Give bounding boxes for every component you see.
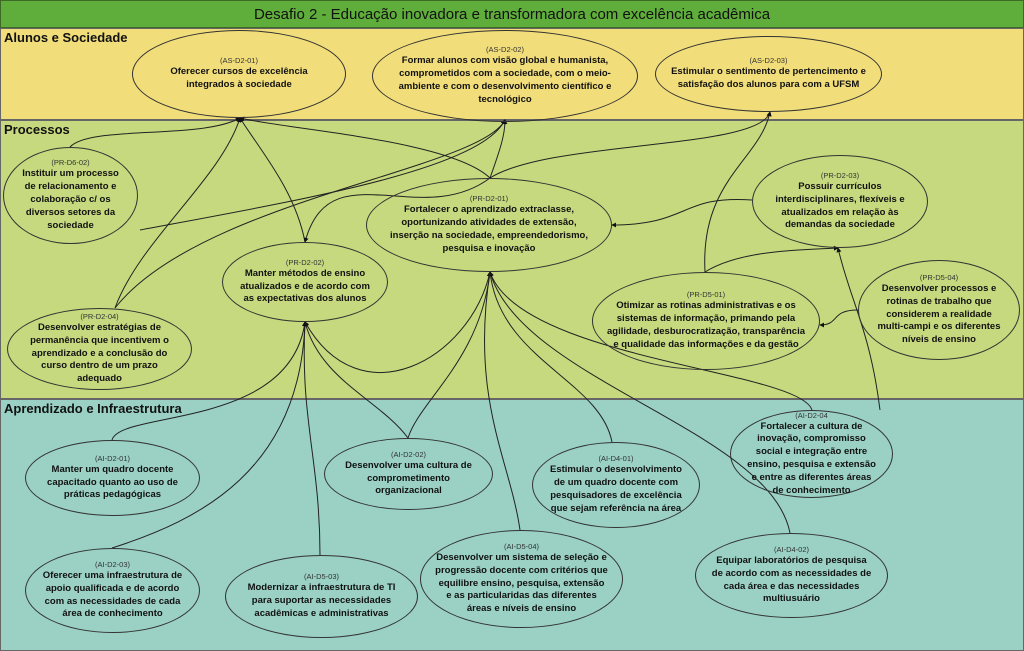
objective-node: (AI-D5-04)Desenvolver um sistema de sele… xyxy=(420,530,623,628)
objective-node: (PR-D5-04)Desenvolver processos e rotina… xyxy=(858,260,1020,360)
objective-node: (PR-D2-01)Fortalecer o aprendizado extra… xyxy=(366,178,612,272)
objective-text: Desenvolver uma cultura de comprometimen… xyxy=(345,459,472,497)
objective-text: Fortalecer o aprendizado extraclasse, op… xyxy=(390,204,588,254)
objective-text: Manter um quadro docente capacitado quan… xyxy=(47,463,178,501)
objective-code: (AI-D4-02) xyxy=(773,544,809,554)
objective-text: Desenvolver um sistema de seleção e prog… xyxy=(435,551,608,615)
objective-text: Fortalecer a cultura de inovação, compro… xyxy=(747,420,876,496)
section-label: Processos xyxy=(4,122,70,137)
objective-node: (AI-D5-03)Modernizar a infraestrutura de… xyxy=(225,555,418,638)
objective-code: (AI-D2-01) xyxy=(94,453,130,463)
objective-node: (AS-D2-02)Formar alunos com visão global… xyxy=(372,30,638,122)
objective-code: (PR-D2-01) xyxy=(469,194,509,204)
objective-text: Desenvolver processos e rotinas de traba… xyxy=(877,282,1001,346)
objective-text: Modernizar a infraestrutura de TI para s… xyxy=(247,582,396,619)
objective-text: Possuir currículos interdisciplinares, f… xyxy=(775,180,905,231)
objective-node: (AS-D2-01)Oferecer cursos de excelência … xyxy=(132,30,346,118)
objective-text: Formar alunos com visão global e humanis… xyxy=(398,55,612,105)
objective-text: Oferecer cursos de excelência integrados… xyxy=(170,66,308,90)
objective-node: (AI-D2-02)Desenvolver uma cultura de com… xyxy=(324,438,493,510)
objective-text: Otimizar as rotinas administrativas e os… xyxy=(607,300,805,350)
objective-code: (AI-D5-03) xyxy=(303,572,339,582)
objective-code: (AI-D2-03) xyxy=(94,559,130,569)
objective-code: (PR-D2-02) xyxy=(285,257,325,267)
objective-text: Estimular o sentimento de pertencimento … xyxy=(671,66,866,90)
objective-node: (PR-D6-02)Instituir um processo de relac… xyxy=(3,147,138,244)
section-label: Alunos e Sociedade xyxy=(4,30,128,45)
objective-node: (AI-D2-03)Oferecer uma infraestrutura de… xyxy=(25,548,200,633)
objective-code: (AS-D2-03) xyxy=(749,56,788,66)
objective-code: (AI-D2-04 xyxy=(795,410,828,420)
objective-text: Manter métodos de ensino atualizados e d… xyxy=(240,267,370,305)
objective-node: (AI-D2-01)Manter um quadro docente capac… xyxy=(25,440,200,516)
objective-code: (AI-D4-01) xyxy=(598,454,634,464)
objective-text: Desenvolver estratégias de permanência q… xyxy=(30,321,169,385)
objective-code: (AI-D5-04) xyxy=(503,541,539,551)
objective-node: (PR-D2-04)Desenvolver estratégias de per… xyxy=(7,308,192,390)
objective-node: (PR-D5-01)Otimizar as rotinas administra… xyxy=(592,272,820,370)
objective-node: (AI-D4-01)Estimular o desenvolvimento de… xyxy=(532,442,700,528)
objective-text: Equipar laboratórios de pesquisa de acor… xyxy=(711,554,872,605)
objective-node: (AI-D4-02)Equipar laboratórios de pesqui… xyxy=(695,533,888,618)
objective-code: (AI-D2-02) xyxy=(390,449,426,459)
section-label: Aprendizado e Infraestrutura xyxy=(4,401,182,416)
diagram-title: Desafio 2 - Educação inovadora e transfo… xyxy=(0,0,1024,28)
objective-node: (PR-D2-03)Possuir currículos interdiscip… xyxy=(752,155,928,248)
objective-code: (PR-D6-02) xyxy=(51,158,90,168)
objective-node: (PR-D2-02)Manter métodos de ensino atual… xyxy=(222,242,388,322)
objective-code: (AS-D2-02) xyxy=(486,45,524,55)
objective-code: (PR-D5-04) xyxy=(919,272,959,282)
objective-text: Instituir um processo de relacionamento … xyxy=(22,168,119,231)
objective-text: Estimular o desenvolvimento de um quadro… xyxy=(550,464,682,514)
objective-code: (PR-D2-03) xyxy=(820,170,860,180)
objective-text: Oferecer uma infraestrutura de apoio qua… xyxy=(42,569,183,620)
objective-node: (AS-D2-03)Estimular o sentimento de pert… xyxy=(655,36,882,112)
objective-code: (PR-D2-04) xyxy=(80,311,119,321)
objective-code: (AS-D2-01) xyxy=(220,56,258,66)
objective-code: (PR-D5-01) xyxy=(686,290,726,300)
